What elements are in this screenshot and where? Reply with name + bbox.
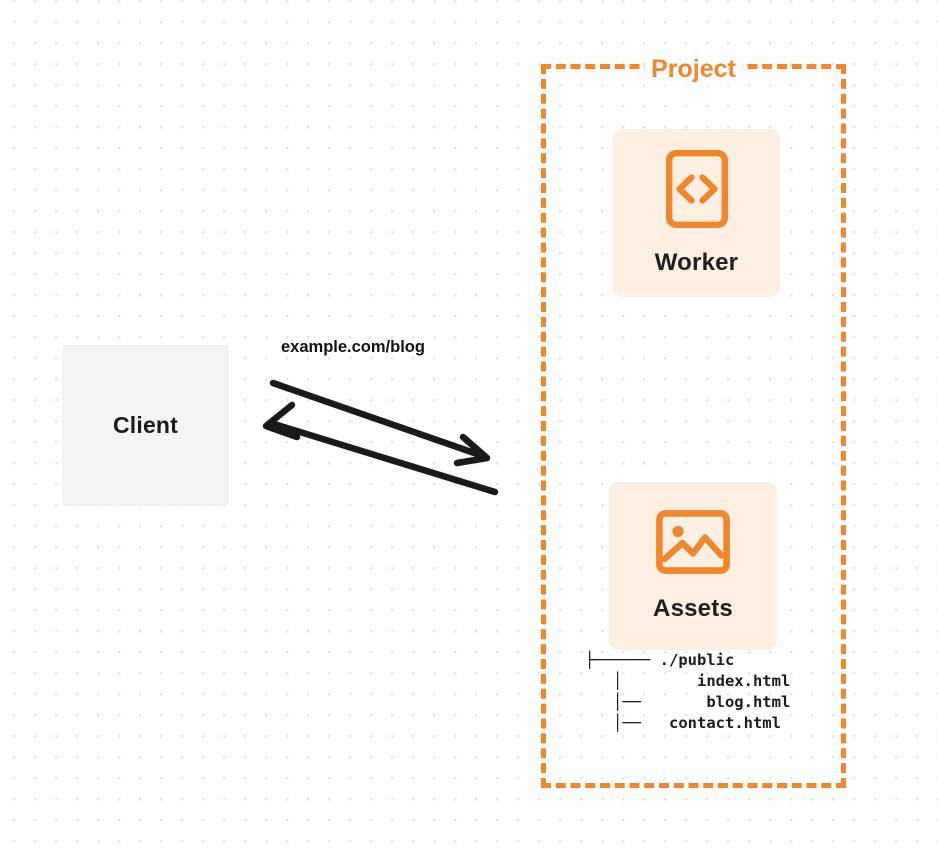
client-node[interactable]: Client: [62, 345, 229, 506]
request-arrow: [269, 379, 491, 467]
response-arrow: [262, 401, 499, 496]
client-node-label: Client: [112, 412, 179, 438]
worker-node-label: Worker: [654, 248, 739, 276]
assets-file-tree: ├────── ./public │ index.html │── blog.h…: [585, 651, 791, 732]
assets-node-label: Assets: [653, 594, 733, 622]
code-brackets-icon: [665, 149, 728, 233]
project-title: Project: [644, 53, 743, 85]
project-container: Project: [541, 53, 846, 788]
worker-node[interactable]: Worker: [613, 129, 780, 297]
image-icon: [656, 509, 730, 579]
request-url-label: example.com/blog: [281, 338, 425, 356]
assets-node[interactable]: Assets: [609, 482, 777, 650]
